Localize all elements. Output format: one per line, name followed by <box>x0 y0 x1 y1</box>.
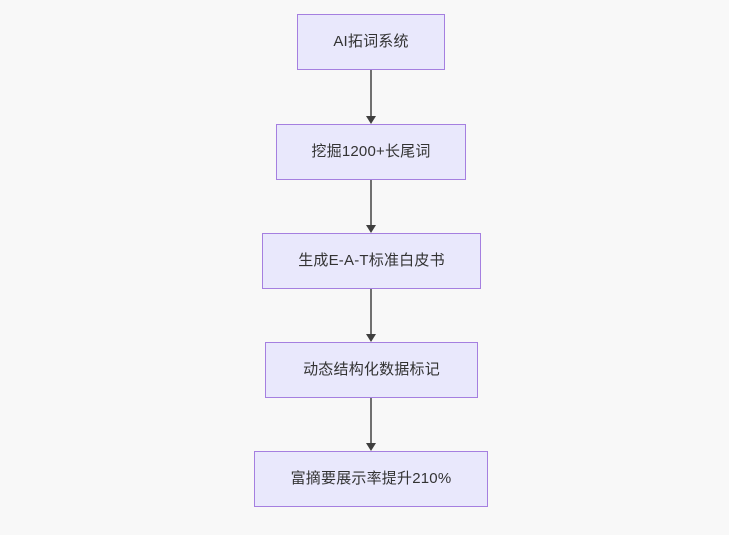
arrowhead-icon <box>366 443 376 451</box>
flow-node-label: 生成E-A-T标准白皮书 <box>298 252 445 269</box>
flow-node-label: 挖掘1200+长尾词 <box>311 143 431 160</box>
edge-line <box>370 289 372 334</box>
flow-node-ai-keyword-system[interactable]: AI拓词系统 <box>297 14 445 70</box>
flow-node-longtail-keywords[interactable]: 挖掘1200+长尾词 <box>276 124 466 180</box>
flow-node-label: 动态结构化数据标记 <box>303 361 440 378</box>
flow-node-structured-data-markup[interactable]: 动态结构化数据标记 <box>265 342 478 398</box>
arrowhead-icon <box>366 334 376 342</box>
flow-node-eat-whitepaper[interactable]: 生成E-A-T标准白皮书 <box>262 233 481 289</box>
edge-line <box>370 398 372 443</box>
edge-line <box>370 70 372 116</box>
flow-node-label: 富摘要展示率提升210% <box>290 470 452 487</box>
edge-line <box>370 180 372 225</box>
arrowhead-icon <box>366 225 376 233</box>
flow-node-label: AI拓词系统 <box>333 33 409 50</box>
arrowhead-icon <box>366 116 376 124</box>
flow-node-rich-snippet-result[interactable]: 富摘要展示率提升210% <box>254 451 488 507</box>
